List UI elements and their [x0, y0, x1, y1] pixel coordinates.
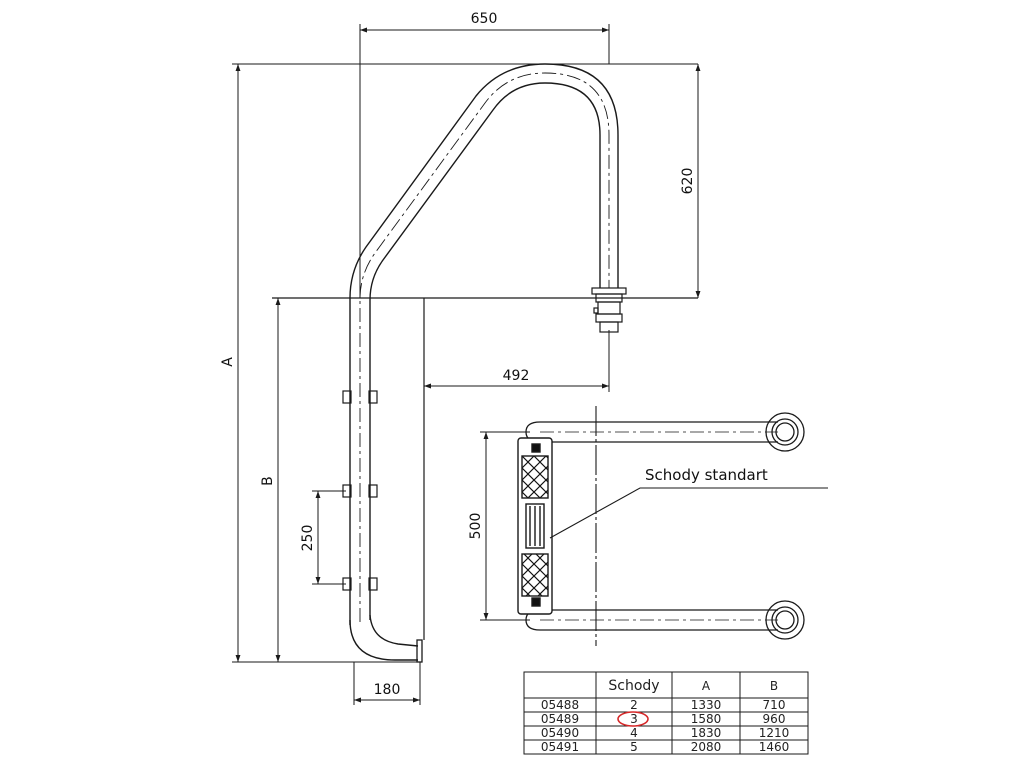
table-cell-r2-c0: 05490 — [541, 726, 579, 740]
table-cell-r3-c0: 05491 — [541, 740, 579, 754]
table-cell-r1-c3: 960 — [763, 712, 786, 726]
table-cell-r1-c0: 05489 — [541, 712, 579, 726]
table-cell-r2-c3: 1210 — [759, 726, 790, 740]
dim-text-492: 492 — [503, 368, 530, 384]
tube-centre-line — [359, 72, 610, 622]
dim-text-a: A — [220, 357, 236, 367]
table-header-2: A — [702, 679, 711, 693]
tube-bottom-curve-inner — [369, 614, 419, 647]
table-cell-r3-c2: 2080 — [691, 740, 722, 754]
tube-inner-line — [369, 82, 601, 620]
callout-leader — [549, 487, 828, 539]
dim-text-250: 250 — [300, 525, 316, 552]
tube-outer-line — [349, 63, 619, 625]
dimension-lines — [232, 24, 701, 705]
dim-text-500: 500 — [468, 513, 484, 540]
table-cell-r1-c1: 3 — [630, 712, 638, 726]
table-cell-r2-c1: 4 — [630, 726, 638, 740]
step-detail-view — [517, 406, 828, 646]
side-view-ladder — [342, 63, 627, 663]
detail-lower-tube — [525, 600, 805, 640]
table-header-1: Schody — [608, 678, 659, 694]
table-cell-r0-c0: 05488 — [541, 698, 579, 712]
model-table — [523, 671, 809, 755]
table-cell-r0-c2: 1330 — [691, 698, 722, 712]
table-cell-r2-c2: 1830 — [691, 726, 722, 740]
step-bracket-1 — [342, 390, 378, 404]
deck-anchor — [591, 287, 627, 333]
table-cell-r0-c1: 2 — [630, 698, 638, 712]
dim-text-180: 180 — [374, 682, 401, 698]
dim-text-b: B — [260, 476, 276, 486]
table-cells: Schody A B 05488 2 1330 710 05489 3 1580 960 05490 4… — [541, 678, 789, 754]
table-header-3: B — [770, 679, 778, 693]
bottom-anchor-plate — [416, 639, 423, 663]
table-cell-r0-c3: 710 — [763, 698, 786, 712]
detail-step-tread — [517, 437, 553, 615]
detail-upper-tube — [525, 412, 805, 452]
tube-bottom-curve-outer — [349, 619, 418, 661]
dim-text-650: 650 — [471, 11, 498, 27]
dim-text-620: 620 — [680, 168, 696, 195]
pool-wall-outline — [272, 297, 698, 640]
table-cell-r1-c2: 1580 — [691, 712, 722, 726]
callout-label: Schody standart — [645, 466, 768, 484]
table-cell-r3-c1: 5 — [630, 740, 638, 754]
highlight-ellipse — [617, 711, 649, 727]
table-cell-r3-c3: 1460 — [759, 740, 790, 754]
